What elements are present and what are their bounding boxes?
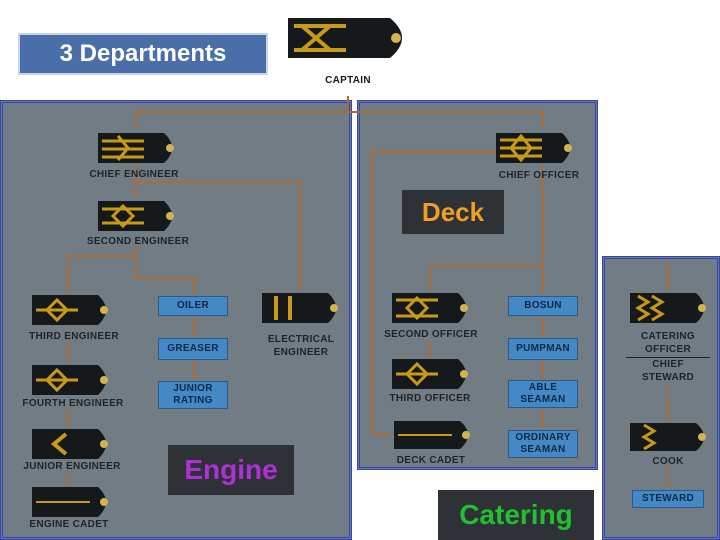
chief-engineer-epaulette-icon xyxy=(98,133,174,163)
electrical-engineer-line-2: ENGINEER xyxy=(273,347,329,358)
third-engineer-epaulette-icon xyxy=(32,295,108,325)
junior-rating-box: JUNIOR RATING xyxy=(158,381,228,409)
second-engineer-epaulette-icon xyxy=(98,201,174,231)
greaser-box: GREASER xyxy=(158,338,228,360)
captain-epaulette-icon xyxy=(288,18,402,58)
cook-epaulette-icon xyxy=(630,423,706,451)
bosun-box: BOSUN xyxy=(508,296,578,316)
able-seaman-line-1: ABLE xyxy=(528,382,558,393)
connector-captain-deck xyxy=(348,111,544,128)
chief-officer-epaulette-icon xyxy=(496,133,572,163)
junior-rating-line-1: JUNIOR xyxy=(173,383,213,394)
ordinary-seaman-box: ORDINARY SEAMAN xyxy=(508,430,578,458)
engine-cadet-epaulette-icon xyxy=(32,487,108,517)
catering-department-label: Catering xyxy=(438,490,594,540)
connector-chief-electrical xyxy=(136,181,301,290)
electrical-engineer-label: ELECTRICAL ENGINEER xyxy=(254,333,348,359)
engine-department-label: Engine xyxy=(168,445,294,495)
connector-captain xyxy=(135,96,349,128)
pumpman-box: PUMPMAN xyxy=(508,338,578,360)
third-engineer-label: THIRD ENGINEER xyxy=(29,331,119,342)
second-engineer-label: SECOND ENGINEER xyxy=(86,236,190,247)
fourth-engineer-label: FOURTH ENGINEER xyxy=(22,398,124,409)
deck-department-label: Deck xyxy=(402,190,504,234)
captain-label: CAPTAIN xyxy=(325,75,371,86)
cook-label: COOK xyxy=(652,456,684,467)
steward-box: STEWARD xyxy=(632,490,704,508)
able-seaman-line-2: SEAMAN xyxy=(520,394,566,405)
third-officer-label: THIRD OFFICER xyxy=(389,393,471,404)
catering-officer-label: CATERING OFFICER CHIEF STEWARD xyxy=(626,330,710,384)
third-officer-epaulette-icon xyxy=(392,359,468,389)
electrical-engineer-line-1: ELECTRICAL xyxy=(267,334,335,345)
catering-officer-line-2: OFFICER xyxy=(626,343,710,358)
connector-engine-branch xyxy=(67,255,136,292)
second-officer-label: SECOND OFFICER xyxy=(384,329,478,340)
captain-epaulette xyxy=(286,14,418,62)
junior-engineer-label: JUNIOR ENGINEER xyxy=(23,461,121,472)
ordinary-seaman-line-2: SEAMAN xyxy=(520,444,566,455)
connector-co-so xyxy=(429,265,543,290)
page-title: 3 Departments xyxy=(18,33,268,75)
oiler-box: OILER xyxy=(158,296,228,316)
engine-cadet-label: ENGINE CADET xyxy=(29,519,109,530)
connector-co-left xyxy=(371,151,536,434)
deck-cadet-epaulette-icon xyxy=(394,421,470,449)
catering-officer-line-1: CATERING xyxy=(641,331,695,342)
ordinary-seaman-line-1: ORDINARY xyxy=(515,432,571,443)
catering-officer-epaulette-icon xyxy=(630,293,706,323)
able-seaman-box: ABLE SEAMAN xyxy=(508,380,578,408)
deck-cadet-label: DECK CADET xyxy=(396,455,466,466)
chief-steward-line-1: CHIEF xyxy=(652,359,684,370)
junior-rating-line-2: RATING xyxy=(173,395,213,406)
connector-engine-ratings xyxy=(135,256,195,294)
electrical-engineer-epaulette-icon xyxy=(262,293,338,323)
chief-officer-label: CHIEF OFFICER xyxy=(498,170,580,181)
second-officer-epaulette-icon xyxy=(392,293,468,323)
junior-engineer-epaulette-icon xyxy=(32,429,108,459)
fourth-engineer-epaulette-icon xyxy=(32,365,108,395)
chief-engineer-label: CHIEF ENGINEER xyxy=(89,169,179,180)
chief-steward-line-2: STEWARD xyxy=(641,372,695,383)
